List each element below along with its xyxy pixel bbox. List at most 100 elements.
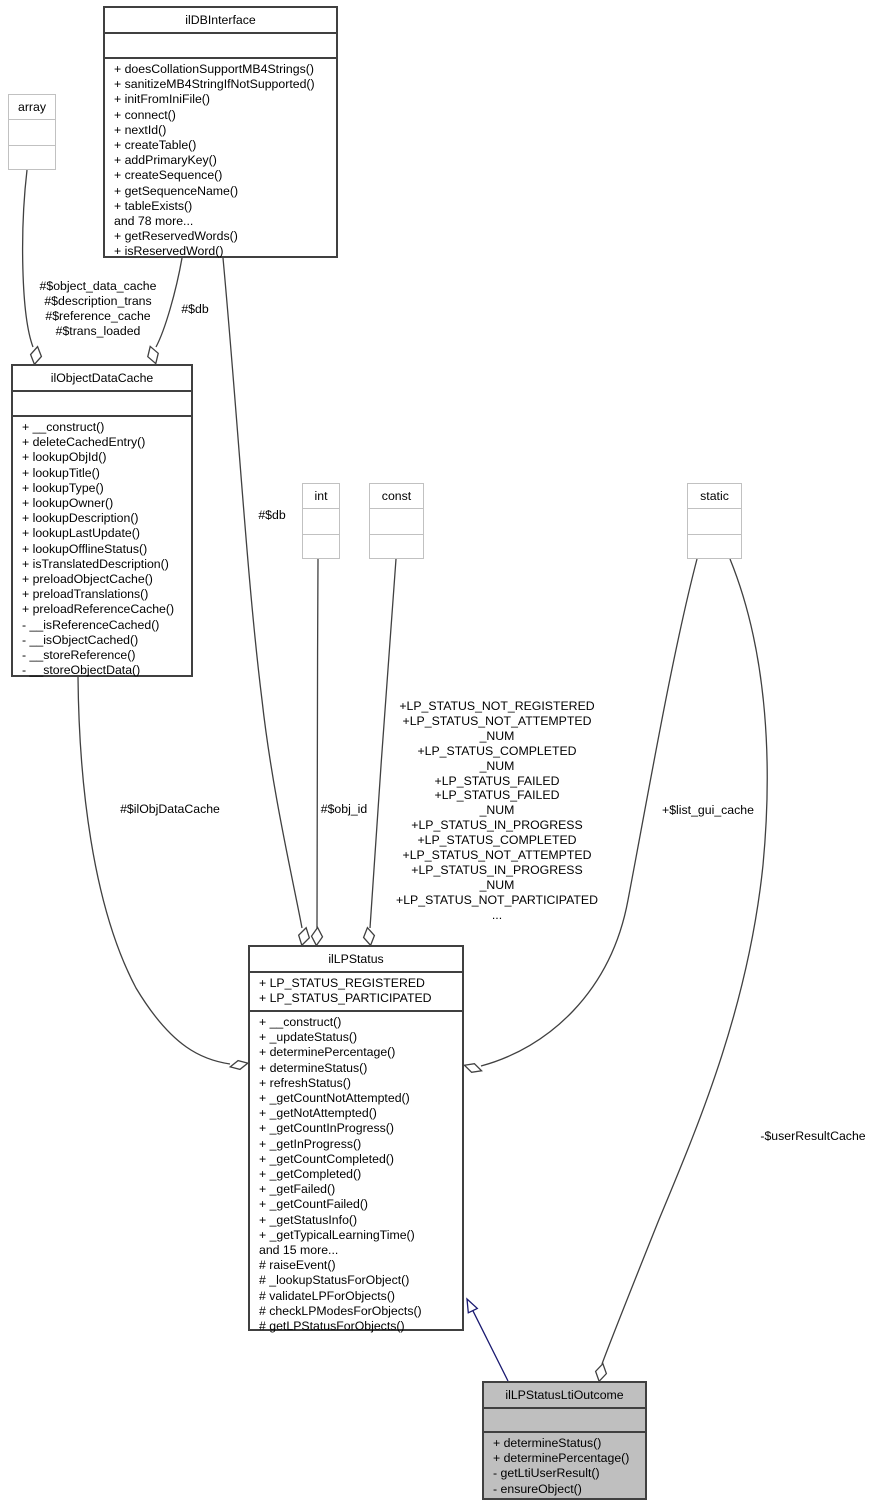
empty-compartment [303,509,339,534]
type-title: static [688,484,741,509]
text-line: + _getCountCompleted() [259,1151,395,1166]
text-line: and 15 more... [259,1243,339,1258]
edge-label-list-gui-cache: +$list_gui_cache [662,803,754,817]
edge-label-obj-id: #$obj_id [320,802,368,816]
text-line: + determineStatus() [259,1060,368,1075]
text-line: + LP_STATUS_REGISTERED [259,976,425,990]
text-line: + initFromIniFile() [114,92,210,107]
text-line: _NUM [479,758,515,773]
text-line: - __isObjectCached() [22,632,139,647]
text-line: + _getFailed() [259,1182,336,1197]
text-line: + refreshStatus() [259,1075,351,1090]
edge-db-to-objcache [155,257,183,348]
text-line: + __construct() [259,1015,342,1029]
edge-label-db-objcache: #$db [181,302,209,316]
empty-compartment [370,534,423,559]
aggregation-diamond-icon [463,1063,483,1073]
edge-label-db-lpstatus: #$db [258,508,286,522]
class-box-illpstatus[interactable]: ilLPStatus + LP_STATUS_REGISTERED+ LP_ST… [248,945,464,1333]
text-line: + addPrimaryKey() [114,153,217,168]
text-line: # raiseEvent() [259,1258,336,1273]
text-line: + isReservedWord() [114,244,224,259]
text-line: +LP_STATUS_IN_PROGRESS [411,818,583,833]
text-line: +LP_STATUS_NOT_PARTICIPATED [396,892,598,907]
text-line: +LP_STATUS_NOT_REGISTERED [399,699,595,713]
text-line: + tableExists() [114,198,193,213]
inheritance-arrowhead-icon [466,1297,479,1314]
attributes-section-empty [105,34,336,59]
aggregation-diamond-icon [228,1059,250,1071]
text-line: _NUM [479,877,515,892]
edge-label-user-result-cache: -$userResultCache [760,1129,866,1143]
edge-label-cache-fields: #$object_data_cache#$description_trans#$… [40,279,157,339]
text-line: +LP_STATUS_NOT_ATTEMPTED [402,848,592,863]
text-line: + determineStatus() [493,1436,602,1450]
text-line: + getSequenceName() [114,183,239,198]
edge-label-ilobjdatacache: #$ilObjDataCache [120,802,220,816]
aggregation-diamond-icon [594,1362,608,1383]
text-line: #$description_trans [44,293,152,308]
text-line: +LP_STATUS_NOT_ATTEMPTED [402,713,592,728]
text-line: +LP_STATUS_FAILED [434,788,560,803]
type-box-int: int [302,483,340,559]
edge-db-to-lpstatus [222,257,303,929]
text-line: + createSequence() [114,168,223,183]
text-line: + lookupLastUpdate() [22,526,140,541]
attributes-section-empty [13,392,191,417]
text-line: #$trans_loaded [55,323,141,338]
text-line: #$reference_cache [45,308,151,323]
text-line: + _updateStatus() [259,1030,358,1045]
text-line: + doesCollationSupportMB4Strings() [114,62,314,76]
aggregation-diamond-icon [29,345,43,366]
text-line: + _getInProgress() [259,1136,362,1151]
text-line: + _getCountInProgress() [259,1121,394,1136]
type-title: const [370,484,423,509]
text-line: +LP_STATUS_FAILED [434,773,560,788]
text-line: - __isReferenceCached() [22,617,160,632]
methods-section: + __construct()+ deleteCachedEntry()+ lo… [13,417,191,680]
empty-compartment [9,145,55,170]
text-line: - ensureObject() [493,1481,582,1496]
text-line: + _getStatusInfo() [259,1212,358,1227]
text-line: + __construct() [22,420,105,434]
class-box-ilobjectdatacache[interactable]: ilObjectDataCache + __construct()+ delet… [11,364,193,677]
text-line: _NUM [479,803,515,818]
type-box-array: array [8,94,56,170]
text-line: + preloadObjectCache() [22,572,153,587]
text-line: + determinePercentage() [259,1045,396,1060]
text-line: + _getNotAttempted() [259,1106,377,1121]
text-line: + preloadTranslations() [22,587,149,602]
text-line: + getReservedWords() [114,229,238,244]
text-line: + _getCountNotAttempted() [259,1091,410,1106]
edge-objcache-to-lpstatus [77,676,231,1065]
edge-array-to-objcache [21,169,34,348]
aggregation-diamond-icon [147,345,159,365]
aggregation-diamond-icon [362,926,376,947]
text-line: + lookupOfflineStatus() [22,541,148,556]
text-line: #$object_data_cache [39,279,157,293]
text-line: and 78 more... [114,214,194,229]
text-line: + lookupOwner() [22,496,114,511]
text-line: + connect() [114,107,176,122]
text-line: # checkLPModesForObjects() [259,1303,422,1318]
edge-const-to-lpstatus [369,558,397,929]
class-box-illpstatusltioutcome: ilLPStatusLtiOutcome + determineStatus()… [482,1381,647,1500]
class-box-ildbinterface[interactable]: ilDBInterface + doesCollationSupportMB4S… [103,6,338,258]
class-title: ilObjectDataCache [13,366,191,392]
empty-compartment [688,534,741,559]
text-line: ... [491,907,503,922]
type-box-const: const [369,483,424,559]
empty-compartment [9,120,55,145]
methods-section: + doesCollationSupportMB4Strings()+ sani… [105,59,336,262]
text-line: + createTable() [114,138,197,153]
text-line: - __storeObjectData() [22,663,141,678]
attributes-section: + LP_STATUS_REGISTERED+ LP_STATUS_PARTIC… [250,973,462,1012]
text-line: + sanitizeMB4StringIfNotSupported() [114,77,315,92]
text-line: + _getTypicalLearningTime() [259,1227,415,1242]
edge-int-to-lpstatus [316,558,319,929]
methods-section: + __construct()+ _updateStatus()+ determ… [250,1012,462,1336]
text-line: + lookupTitle() [22,465,100,480]
text-line: + determinePercentage() [493,1451,630,1466]
type-box-static: static [687,483,742,559]
